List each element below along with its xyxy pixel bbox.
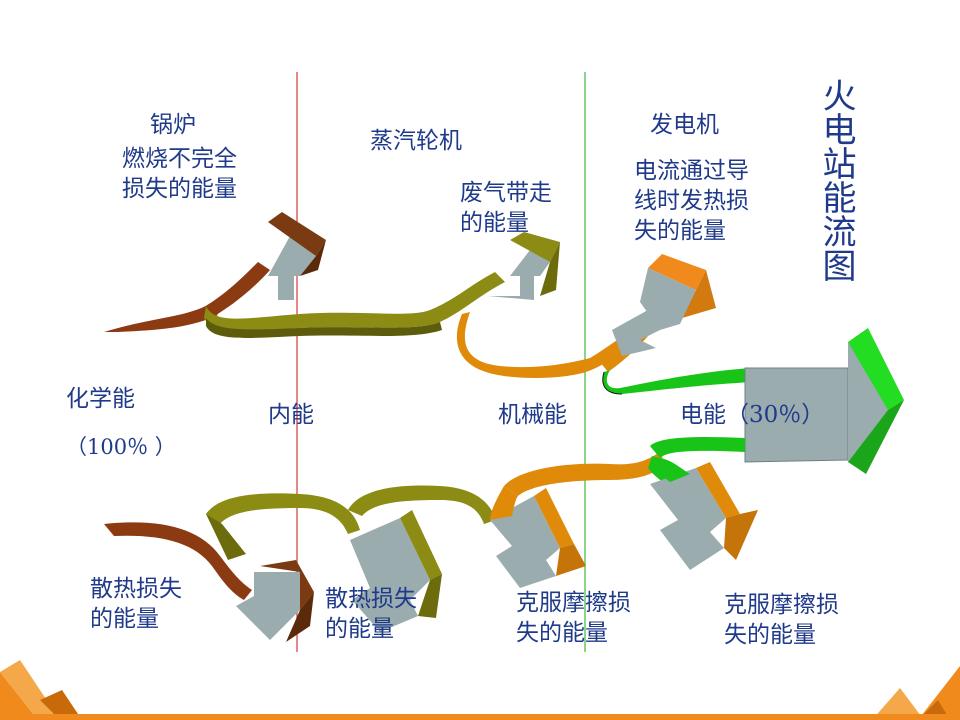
boiler-label: 锅炉 bbox=[150, 112, 196, 138]
boiler-loss-label: 燃烧不完全 损失的能量 bbox=[122, 144, 237, 204]
electrical-band-upper-edge bbox=[602, 371, 623, 395]
mechanical-band-upper bbox=[456, 312, 630, 378]
chemical-energy-percent: （100％ ） bbox=[66, 435, 176, 459]
loss-label-line: 失的能量 bbox=[724, 622, 816, 648]
loss-label-line: 散热损失 bbox=[325, 586, 417, 612]
loss-label-line: 电流通过导 bbox=[634, 158, 749, 184]
loss-label-line: 失的能量 bbox=[634, 218, 726, 244]
internal-band-upper-shadow bbox=[206, 318, 442, 338]
electrical-energy-label: 电能（30％） bbox=[680, 402, 825, 428]
loss-label-line: 燃烧不完全 bbox=[122, 146, 237, 172]
internal-band-lower-2 bbox=[348, 485, 496, 524]
diagram-title: 火电站能流图 bbox=[816, 78, 856, 282]
internal-band-lower-drop bbox=[206, 514, 246, 560]
boiler-loss-stream bbox=[195, 262, 270, 320]
mechanical-band-lower bbox=[504, 452, 666, 496]
footer-decoration-right bbox=[872, 666, 960, 720]
footer-decoration-left bbox=[0, 660, 82, 720]
friction-loss-label-1: 克服摩擦损 失的能量 bbox=[516, 588, 631, 648]
electrical-output-arrow-head bbox=[848, 342, 892, 462]
loss-label-line: 克服摩擦损 bbox=[724, 592, 839, 618]
boiler-loss-arrow bbox=[240, 212, 326, 300]
loss-label-line: 克服摩擦损 bbox=[516, 590, 631, 616]
electrical-output-arrow-edge bbox=[848, 328, 904, 410]
chemical-band-upper bbox=[104, 306, 218, 332]
heat-loss-label-2: 散热损失 的能量 bbox=[325, 584, 417, 644]
turbine-label: 蒸汽轮机 bbox=[370, 128, 462, 154]
friction-loss-arrow-2 bbox=[650, 456, 758, 570]
loss-label-line: 损失的能量 bbox=[122, 176, 237, 202]
electrical-output-arrow-edge-lower bbox=[848, 400, 904, 474]
loss-label-line: 废气带走 bbox=[460, 180, 552, 206]
mechanical-energy-label: 机械能 bbox=[498, 402, 567, 428]
loss-label-line: 的能量 bbox=[460, 210, 529, 236]
exhaust-loss-arrow bbox=[488, 232, 560, 300]
internal-band-upper bbox=[204, 272, 505, 331]
wire-heat-loss-label: 电流通过导 线时发热损 失的能量 bbox=[634, 156, 749, 246]
generator-loss-arrow bbox=[612, 254, 716, 356]
heat-loss-arrow-1 bbox=[236, 560, 314, 642]
chemical-band-lower bbox=[104, 522, 252, 600]
internal-energy-label: 内能 bbox=[268, 402, 314, 428]
loss-label-line: 的能量 bbox=[325, 616, 394, 642]
generator-label: 发电机 bbox=[650, 112, 719, 138]
friction-loss-label-2: 克服摩擦损 失的能量 bbox=[724, 590, 839, 650]
electrical-band-upper bbox=[602, 368, 752, 395]
loss-label-line: 线时发热损 bbox=[634, 188, 749, 214]
heat-loss-label-1: 散热损失 的能量 bbox=[90, 574, 182, 634]
loss-label-line: 散热损失 bbox=[90, 576, 182, 602]
friction-loss-arrow-1 bbox=[490, 486, 586, 588]
heat-loss-arrow-2 bbox=[350, 510, 442, 632]
internal-band-lower-1 bbox=[206, 493, 360, 534]
electrical-band-lower bbox=[650, 436, 745, 458]
chemical-energy-label: 化学能 bbox=[66, 386, 135, 412]
exhaust-loss-label: 废气带走 的能量 bbox=[460, 178, 552, 238]
loss-label-line: 的能量 bbox=[90, 606, 159, 632]
loss-label-line: 失的能量 bbox=[516, 620, 608, 646]
